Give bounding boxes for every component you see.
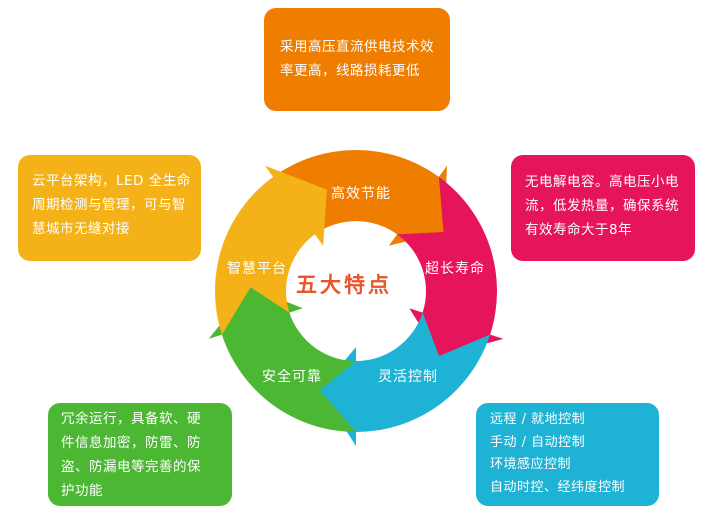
feature-box-control: 远程 / 就地控制 手动 / 自动控制 环境感应控制 自动时控、经纬度控制 [476,403,659,506]
feature-box-safety: 冗余运行，具备软、硬 件信息加密，防雷、防 盗、防漏电等完善的保 护功能 [48,403,232,506]
segment-label-platform: 智慧平台 [227,261,287,277]
box-line: 件信息加密，防雷、防 [61,435,201,451]
box-line: 冗余运行，具备软、硬 [61,411,201,427]
box-line: 采用高压直流供电技术效 [280,39,434,55]
box-line: 自动时控、经纬度控制 [490,479,626,495]
wheel-segment-safety [208,287,356,432]
box-line: 有效寿命大于8年 [525,222,633,238]
feature-box-lifespan: 无电解电容。高电压小电 流，低发热量，确保系统 有效寿命大于8年 [511,155,695,261]
box-line: 护功能 [61,483,103,499]
wheel-segment-efficiency [273,149,448,246]
box-line: 云平台架构，LED 全生命 [32,173,191,189]
box-line: 盗、防漏电等完善的保 [61,459,201,475]
wheel-segment-platform [214,165,327,335]
box-line: 流，低发热量，确保系统 [525,198,679,214]
wheel-segment-lifespan [397,176,504,356]
box-line: 环境感应控制 [490,457,572,472]
box-line: 慧城市无缝对接 [32,221,130,237]
segment-label-lifespan: 超长寿命 [425,261,485,277]
feature-box-platform: 云平台架构，LED 全生命 周期检测与管理，可与智 慧城市无缝对接 [18,155,201,261]
segment-label-control: 灵活控制 [378,369,438,385]
segment-label-efficiency: 高效节能 [331,186,391,202]
box-line: 远程 / 就地控制 [490,412,586,427]
segment-label-safety: 安全可靠 [262,369,322,385]
feature-box-efficiency: 采用高压直流供电技术效 率更高，线路损耗更低 [264,8,450,111]
wheel-segment-control [319,312,491,446]
box-line: 周期检测与管理，可与智 [32,197,186,213]
center-title: 五大特点 [296,273,392,297]
box-line: 率更高，线路损耗更低 [280,63,420,79]
box-line: 手动 / 自动控制 [490,434,586,450]
box-line: 无电解电容。高电压小电 [525,174,679,190]
